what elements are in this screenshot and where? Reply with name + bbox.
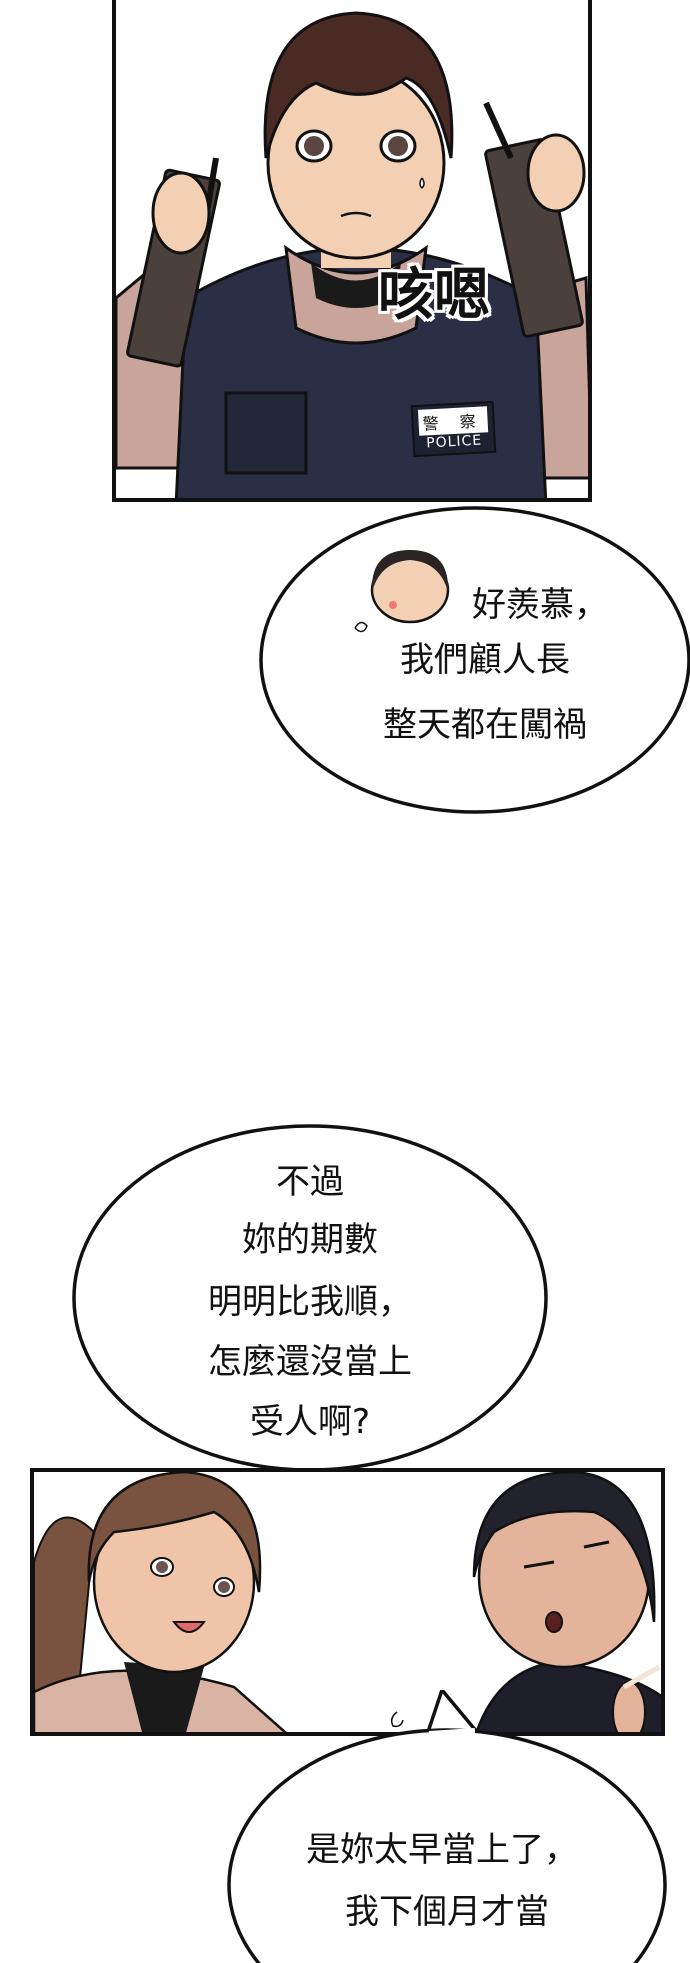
- bubble-2-line-2: 妳的期數: [242, 1220, 378, 1260]
- bubble-2-line-5: 受人啊?: [249, 1402, 371, 1442]
- speech-bubble-3: 是妳太早當上了， 我下個月才當: [222, 1690, 682, 1963]
- bubble-2-line-4: 怎麼還沒當上: [208, 1342, 412, 1382]
- cough-sound-effect: 咳嗯: [378, 262, 490, 328]
- comic-panel-2: [30, 1468, 665, 1736]
- bubble-1-line-3: 整天都在闖禍: [383, 705, 587, 745]
- bubble-3-line-1: 是妳太早當上了，: [306, 1830, 578, 1870]
- comic-panel-1: 咳嗯 警 察 POLICE: [112, 0, 592, 502]
- hair: [263, 11, 454, 159]
- mini-face-icon: [354, 550, 450, 633]
- radio-right: [484, 138, 584, 338]
- badge-english: POLICE: [425, 432, 483, 452]
- two-officers-illustration: [34, 1472, 661, 1732]
- bubble-1-line-1: 好羨慕，: [472, 585, 608, 625]
- bubble-2-line-1: 不過: [276, 1162, 344, 1202]
- bubble-2-line-3: 明明比我順，: [208, 1282, 412, 1322]
- bubble-3-line-2: 我下個月才當: [345, 1892, 549, 1932]
- officer-illustration: [116, 11, 588, 498]
- badge-chinese: 警 察: [417, 406, 489, 436]
- police-badge: 警 察 POLICE: [410, 400, 497, 458]
- bubble-1-line-2: 我們顧人長: [400, 640, 570, 680]
- speech-bubble-2: 不過 妳的期數 明明比我順， 怎麼還沒當上 受人啊?: [70, 1120, 550, 1500]
- speech-bubble-1: 好羨慕， 我們顧人長 整天都在闖禍: [255, 500, 690, 820]
